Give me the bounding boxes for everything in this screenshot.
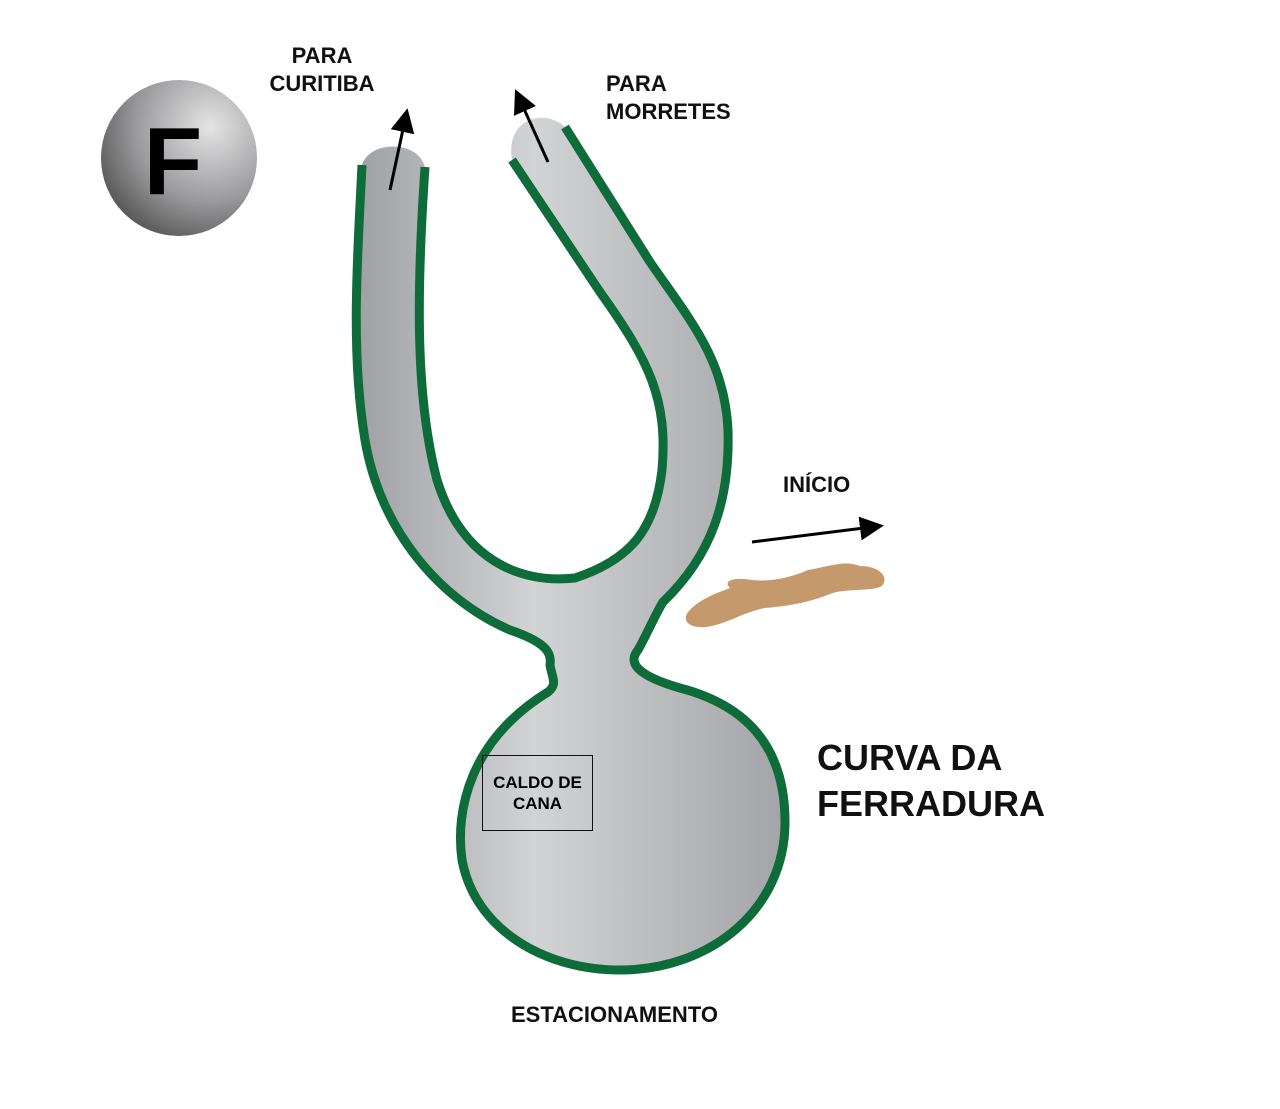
badge-letter: F: [144, 108, 203, 215]
label-estacionamento: ESTACIONAMENTO: [511, 1002, 718, 1027]
label-caldo-de-cana: CALDO DE CANA: [482, 755, 593, 831]
label-para-morretes: PARA MORRETES: [606, 71, 731, 124]
arrow-curitiba-icon: [388, 108, 415, 191]
badge-icon: F: [101, 80, 257, 236]
label-inicio: INÍCIO: [783, 472, 851, 497]
label-para-curitiba: PARA CURITIBA: [269, 43, 375, 96]
map-title: CURVA DA FERRADURA: [817, 737, 1045, 824]
arrow-morretes-icon: [514, 89, 550, 163]
arrow-inicio-icon: [751, 516, 884, 544]
trail-icon: [685, 563, 885, 628]
road-ferradura: [351, 117, 790, 975]
